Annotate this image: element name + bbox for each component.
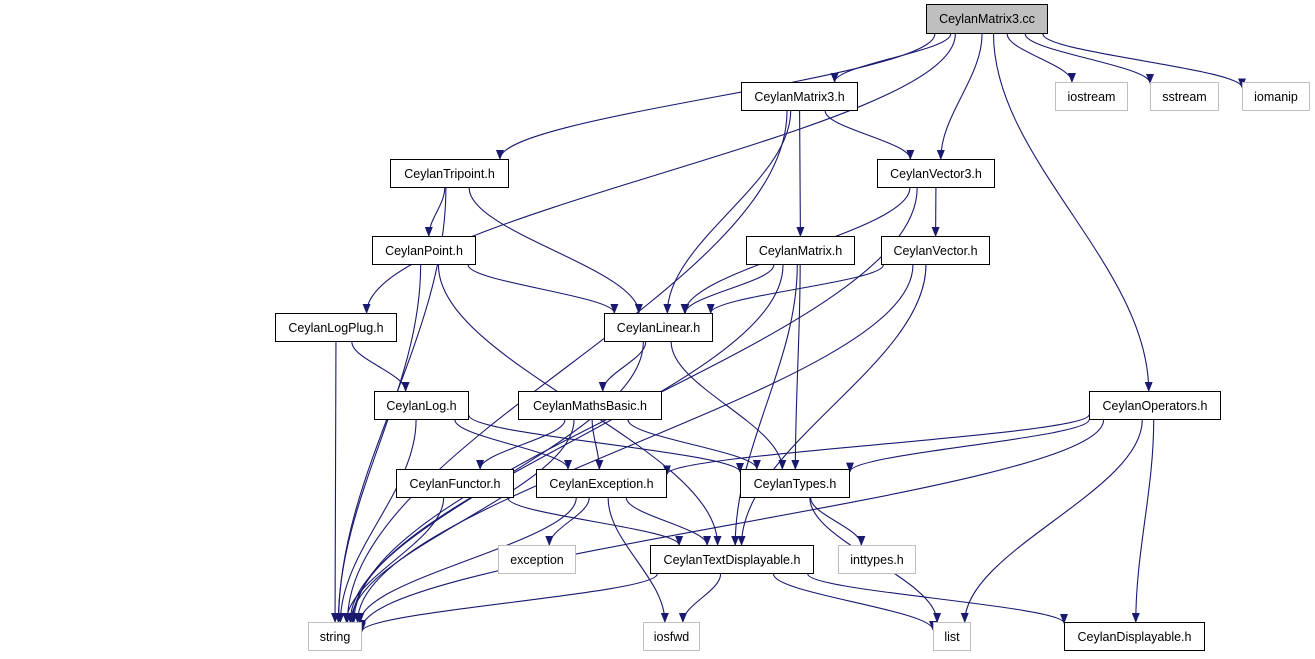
edge-ceylan-text-displayable-h-to-string: [358, 573, 658, 633]
edge-ceylan-vector-h-to-ceylan-text-displayable-h: [737, 264, 927, 546]
edge-ceylan-matrix3-cc-to-ceylan-operators-h: [992, 33, 1153, 392]
edge-ceylan-operators-h-to-ceylan-displayable-h: [1131, 419, 1155, 623]
edge-ceylan-matrix-h-to-ceylan-linear-h: [681, 264, 775, 314]
node-ceylan-log-plug-h[interactable]: CeylanLogPlug.h: [275, 313, 397, 342]
node-ceylan-tripoint-h[interactable]: CeylanTripoint.h: [390, 159, 509, 188]
edge-ceylan-matrix3-cc-to-ceylan-matrix3-h: [830, 33, 952, 83]
edge-ceylan-tripoint-h-to-ceylan-linear-h: [468, 187, 643, 314]
node-ceylan-types-h[interactable]: CeylanTypes.h: [740, 469, 850, 498]
edge-ceylan-log-plug-h-to-string: [331, 341, 340, 623]
edge-ceylan-maths-basic-h-to-ceylan-exception-h: [591, 419, 604, 470]
node-ceylan-point-h[interactable]: CeylanPoint.h: [372, 236, 476, 265]
edge-ceylan-maths-basic-h-to-ceylan-types-h: [627, 419, 761, 470]
edge-ceylan-matrix-h-to-ceylan-text-displayable-h: [731, 264, 798, 546]
edge-ceylan-text-displayable-h-to-ceylan-displayable-h: [807, 573, 1068, 625]
node-ceylan-exception-h[interactable]: CeylanException.h: [536, 469, 667, 498]
edge-ceylan-matrix3-h-to-ceylan-vector3-h: [824, 110, 915, 160]
edge-ceylan-functor-h-to-ceylan-text-displayable-h: [507, 497, 684, 546]
edge-ceylan-linear-h-to-ceylan-types-h: [670, 341, 787, 470]
node-ceylan-linear-h[interactable]: CeylanLinear.h: [604, 313, 713, 342]
node-iomanip[interactable]: iomanip: [1242, 82, 1310, 111]
edge-ceylan-point-h-to-string: [334, 264, 422, 623]
node-iostream[interactable]: iostream: [1055, 82, 1128, 111]
edge-ceylan-matrix3-cc-to-sstream: [1024, 33, 1154, 84]
edge-ceylan-linear-h-to-ceylan-maths-basic-h: [598, 341, 647, 392]
edge-ceylan-exception-h-to-string: [356, 497, 577, 623]
edge-ceylan-log-h-to-ceylan-exception-h: [454, 419, 572, 470]
edge-ceylan-matrix3-h-to-ceylan-matrix-h: [796, 110, 805, 237]
edge-ceylan-log-h-to-ceylan-types-h: [468, 415, 744, 474]
edge-ceylan-functor-h-to-string: [342, 497, 445, 623]
node-ceylan-maths-basic-h[interactable]: CeylanMathsBasic.h: [518, 391, 662, 420]
edge-ceylan-log-h-to-string: [336, 419, 417, 623]
edge-ceylan-text-displayable-h-to-iosfwd: [678, 573, 722, 623]
edge-ceylan-operators-h-to-string: [358, 419, 1105, 630]
edge-ceylan-maths-basic-h-to-ceylan-functor-h: [476, 419, 566, 470]
edge-ceylan-exception-h-to-iosfwd: [607, 497, 669, 623]
edge-ceylan-operators-h-to-list: [960, 419, 1143, 623]
edge-ceylan-types-h-to-inttypes-h: [810, 497, 866, 546]
edge-ceylan-exception-h-to-ceylan-text-displayable-h: [625, 497, 712, 546]
edge-ceylan-matrix3-cc-to-iomanip: [1042, 33, 1246, 89]
edge-ceylan-tripoint-h-to-ceylan-point-h: [424, 187, 446, 237]
edge-ceylan-vector-h-to-ceylan-linear-h: [706, 264, 884, 314]
edge-ceylan-matrix3-cc-to-ceylan-log-plug-h: [362, 33, 956, 314]
node-sstream[interactable]: sstream: [1150, 82, 1219, 111]
node-string[interactable]: string: [308, 622, 362, 651]
edge-ceylan-matrix3-cc-to-ceylan-vector3-h: [936, 33, 983, 160]
node-ceylan-vector3-h[interactable]: CeylanVector3.h: [877, 159, 995, 188]
edge-ceylan-operators-h-to-ceylan-types-h: [846, 419, 1090, 473]
edge-ceylan-operators-h-to-ceylan-exception-h: [663, 414, 1090, 476]
edge-ceylan-maths-basic-h-to-string: [347, 419, 575, 623]
edge-ceylan-log-plug-h-to-ceylan-log-h: [351, 341, 410, 392]
edge-ceylan-matrix3-cc-to-ceylan-tripoint-h: [496, 33, 936, 160]
edge-ceylan-matrix-h-to-ceylan-types-h: [791, 264, 801, 470]
node-ceylan-operators-h[interactable]: CeylanOperators.h: [1089, 391, 1221, 420]
edge-ceylan-text-displayable-h-to-list: [772, 573, 937, 631]
node-ceylan-log-h[interactable]: CeylanLog.h: [374, 391, 469, 420]
edge-ceylan-exception-h-to-exception: [545, 497, 590, 546]
node-ceylan-text-displayable-h[interactable]: CeylanTextDisplayable.h: [650, 545, 814, 574]
edge-ceylan-matrix3-h-to-ceylan-linear-h: [663, 110, 792, 314]
edge-ceylan-vector-h-to-string: [353, 264, 914, 623]
node-ceylan-matrix-h[interactable]: CeylanMatrix.h: [746, 236, 855, 265]
edge-ceylan-matrix3-cc-to-iostream: [1006, 33, 1076, 83]
node-iosfwd[interactable]: iosfwd: [643, 622, 700, 651]
node-ceylan-functor-h[interactable]: CeylanFunctor.h: [396, 469, 514, 498]
node-exception[interactable]: exception: [498, 545, 576, 574]
node-ceylan-matrix3-cc[interactable]: CeylanMatrix3.cc: [926, 4, 1048, 34]
edge-ceylan-matrix3-h-to-string: [343, 110, 788, 623]
node-ceylan-matrix3-h[interactable]: CeylanMatrix3.h: [741, 82, 858, 111]
node-ceylan-displayable-h[interactable]: CeylanDisplayable.h: [1064, 622, 1205, 651]
node-inttypes-h[interactable]: inttypes.h: [838, 545, 916, 574]
node-ceylan-vector-h[interactable]: CeylanVector.h: [881, 236, 990, 265]
edge-ceylan-point-h-to-ceylan-linear-h: [467, 264, 619, 314]
node-list[interactable]: list: [933, 622, 971, 651]
